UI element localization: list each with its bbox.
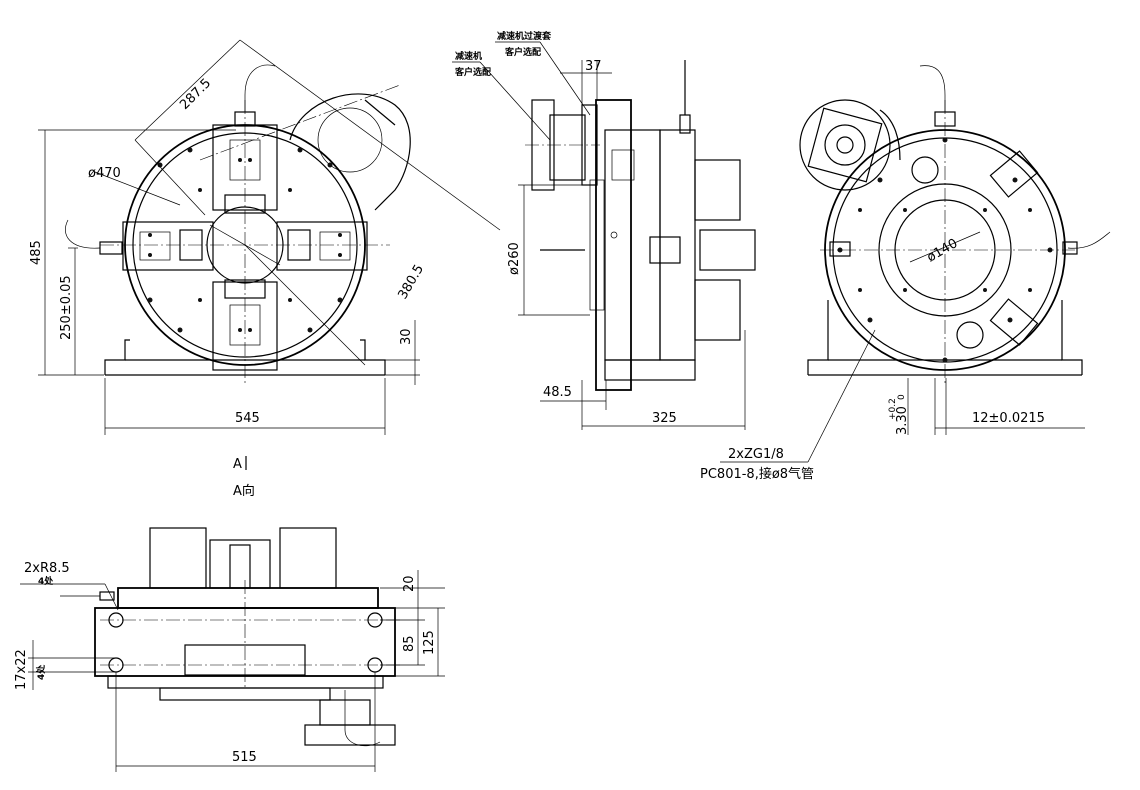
front-view: 287.5 ø470 485 250±0.05 380.5 30 545 A A… — [29, 39, 501, 499]
side-main-body — [595, 99, 632, 391]
transition-label-1: 减速机过渡套 — [497, 30, 552, 42]
rear-key-height-dim: 3.30 — [895, 406, 910, 435]
transition-label-2: 客户选配 — [504, 46, 541, 58]
bottom-dim-125: 125 — [422, 630, 437, 655]
rear-key-tol-low: 0 — [897, 394, 907, 400]
rear-view: ø140 3.30 +0.2 0 12±0.0215 2xZG1/8 PC801… — [700, 65, 1111, 482]
bottom-slot-note-2: 4处 — [35, 664, 47, 680]
front-width-dim: 545 — [235, 411, 260, 426]
reducer-label-2: 客户选配 — [454, 66, 491, 78]
side-depth-dim: 325 — [652, 411, 677, 426]
front-height-dim: 485 — [29, 240, 44, 265]
rear-key-tol: +0.2 — [888, 398, 898, 420]
side-diameter-dim: ø260 — [507, 242, 522, 275]
bottom-radius-note-1: 2xR8.5 — [24, 561, 70, 576]
front-radius-dim: 380.5 — [395, 262, 427, 302]
rear-inner-diameter-dim: ø140 — [925, 236, 961, 265]
port-note-line1: 2xZG1/8 — [728, 447, 784, 462]
bottom-dim-85: 85 — [402, 635, 417, 652]
rear-bolt-holes — [837, 137, 1053, 363]
bottom-view: 2xR8.5 4处 17x22 4处 20 85 125 515 — [14, 527, 445, 772]
bottom-width-dim: 515 — [232, 750, 257, 765]
view-arrow-label: A — [233, 457, 242, 472]
front-bolt-holes — [147, 147, 343, 333]
rear-key-width-dim: 12±0.0215 — [972, 411, 1045, 426]
front-base-dim: 30 — [399, 328, 414, 345]
side-left-dim: 48.5 — [543, 385, 572, 400]
view-label: A向 — [233, 483, 255, 499]
side-view: 减速机 客户选配 减速机过渡套 客户选配 37 ø260 48.5 325 — [452, 30, 756, 430]
bottom-radius-note-2: 4处 — [38, 575, 54, 587]
port-note-line2: PC801-8,接ø8气管 — [700, 466, 814, 482]
front-center-height-dim: 250±0.05 — [59, 275, 74, 340]
front-diameter-dim: ø470 — [88, 166, 121, 181]
bottom-slot-note-1: 17x22 — [14, 649, 29, 690]
bottom-dim-20: 20 — [402, 575, 417, 592]
reducer-label-1: 减速机 — [455, 50, 482, 62]
side-top-dim: 37 — [585, 59, 602, 74]
